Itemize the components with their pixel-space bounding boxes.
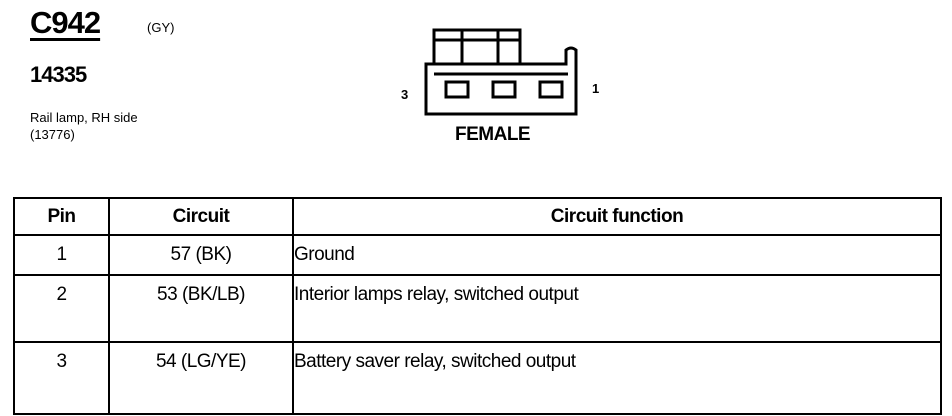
pinout-table: Pin Circuit Circuit function 1 57 (BK) G… [13,197,942,415]
cell-function: Battery saver relay, switched output [292,341,942,415]
cell-pin: 3 [13,341,110,415]
cell-function: Interior lamps relay, switched output [292,274,942,343]
cell-circuit: 53 (BK/LB) [108,274,294,343]
pin-cavity-1 [538,80,564,99]
pin-number-right: 1 [592,81,600,96]
cell-pin: 2 [13,274,110,343]
pin-cavity-2 [491,80,517,99]
header-circuit-function: Circuit function [292,197,942,236]
connector-description: Rail lamp, RH side (13776) [30,110,138,142]
table-row: 3 54 (LG/YE) Battery saver relay, switch… [13,341,942,415]
header-pin: Pin [13,197,110,236]
connector-latch [432,28,522,66]
connector-id: C942 [30,5,101,40]
connector-face-diagram [424,28,578,116]
table-row: 2 53 (BK/LB) Interior lamps relay, switc… [13,274,942,343]
cell-circuit: 57 (BK) [108,234,294,276]
cell-pin: 1 [13,234,110,276]
connector-gender: FEMALE [455,124,531,145]
table-header-row: Pin Circuit Circuit function [13,197,942,236]
connector-housing [424,46,578,116]
cell-function: Ground [292,234,942,276]
color-code: (GY) [147,20,175,35]
table-row: 1 57 (BK) Ground [13,234,942,276]
pin-number-left: 3 [401,87,409,102]
pin-cavity-3 [444,80,470,99]
header-circuit: Circuit [108,197,294,236]
cell-circuit: 54 (LG/YE) [108,341,294,415]
part-number: 14335 [30,62,87,87]
